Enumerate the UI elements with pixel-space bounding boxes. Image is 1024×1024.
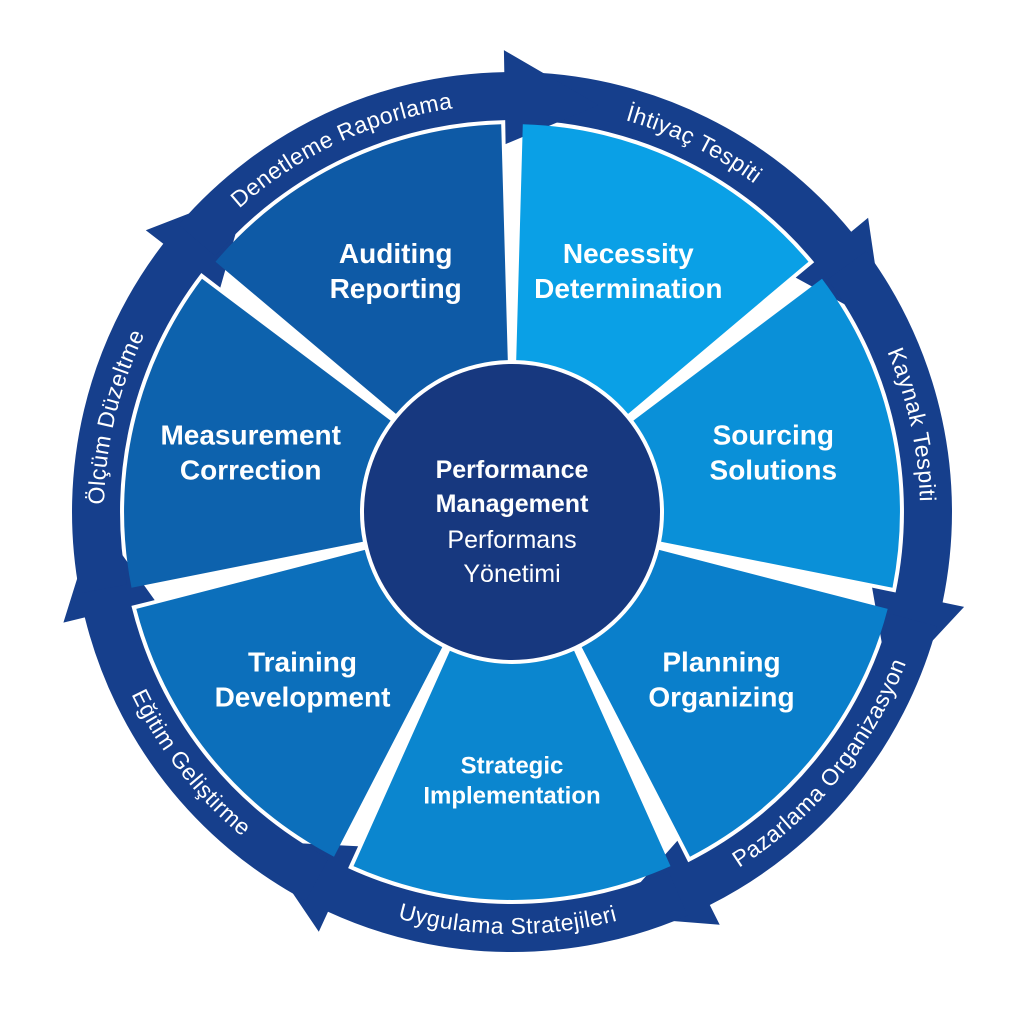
segment-wedge — [136, 549, 443, 857]
segment-titles: NecessityDeterminationSourcingSolutionsP… — [160, 238, 837, 810]
segment-wedge — [516, 124, 809, 414]
segment-title: Strategic — [461, 752, 564, 779]
ring-arrows — [63, 50, 965, 953]
segment-wedge — [633, 278, 900, 588]
segment-title: Solutions — [710, 455, 838, 486]
segment-title: Measurement — [160, 420, 341, 451]
segment-title: Auditing — [339, 238, 453, 269]
segment-title: Necessity — [563, 238, 694, 269]
segment-title: Sourcing — [713, 420, 834, 451]
center-subtitle-line2: Yönetimi — [463, 560, 560, 588]
center-title-line2: Management — [436, 490, 589, 518]
segment-title: Determination — [534, 273, 722, 304]
segments — [124, 124, 900, 900]
center-title-line1: Performance — [436, 456, 589, 484]
center-subtitle-line1: Performans — [447, 526, 576, 554]
center-hub: Performance Management Performans Yöneti… — [364, 364, 660, 660]
segment-title: Implementation — [423, 782, 600, 809]
segment-title: Reporting — [330, 273, 462, 304]
center-circle — [364, 364, 660, 660]
ring-arrow — [178, 50, 599, 256]
segment-wedge — [353, 650, 671, 900]
ring-arrow — [72, 190, 248, 594]
ring-arrow — [63, 518, 329, 901]
segment-wedge — [215, 124, 508, 414]
segment-title: Organizing — [648, 681, 794, 712]
ring-arrow — [257, 841, 688, 953]
segment-title: Planning — [662, 646, 780, 677]
segment-wedge — [581, 549, 888, 857]
ring-arrow — [827, 251, 965, 687]
segment-title: Development — [215, 681, 391, 712]
segment-title: Training — [248, 646, 357, 677]
segment-wedge — [124, 278, 391, 588]
segment-title: Correction — [180, 455, 322, 486]
